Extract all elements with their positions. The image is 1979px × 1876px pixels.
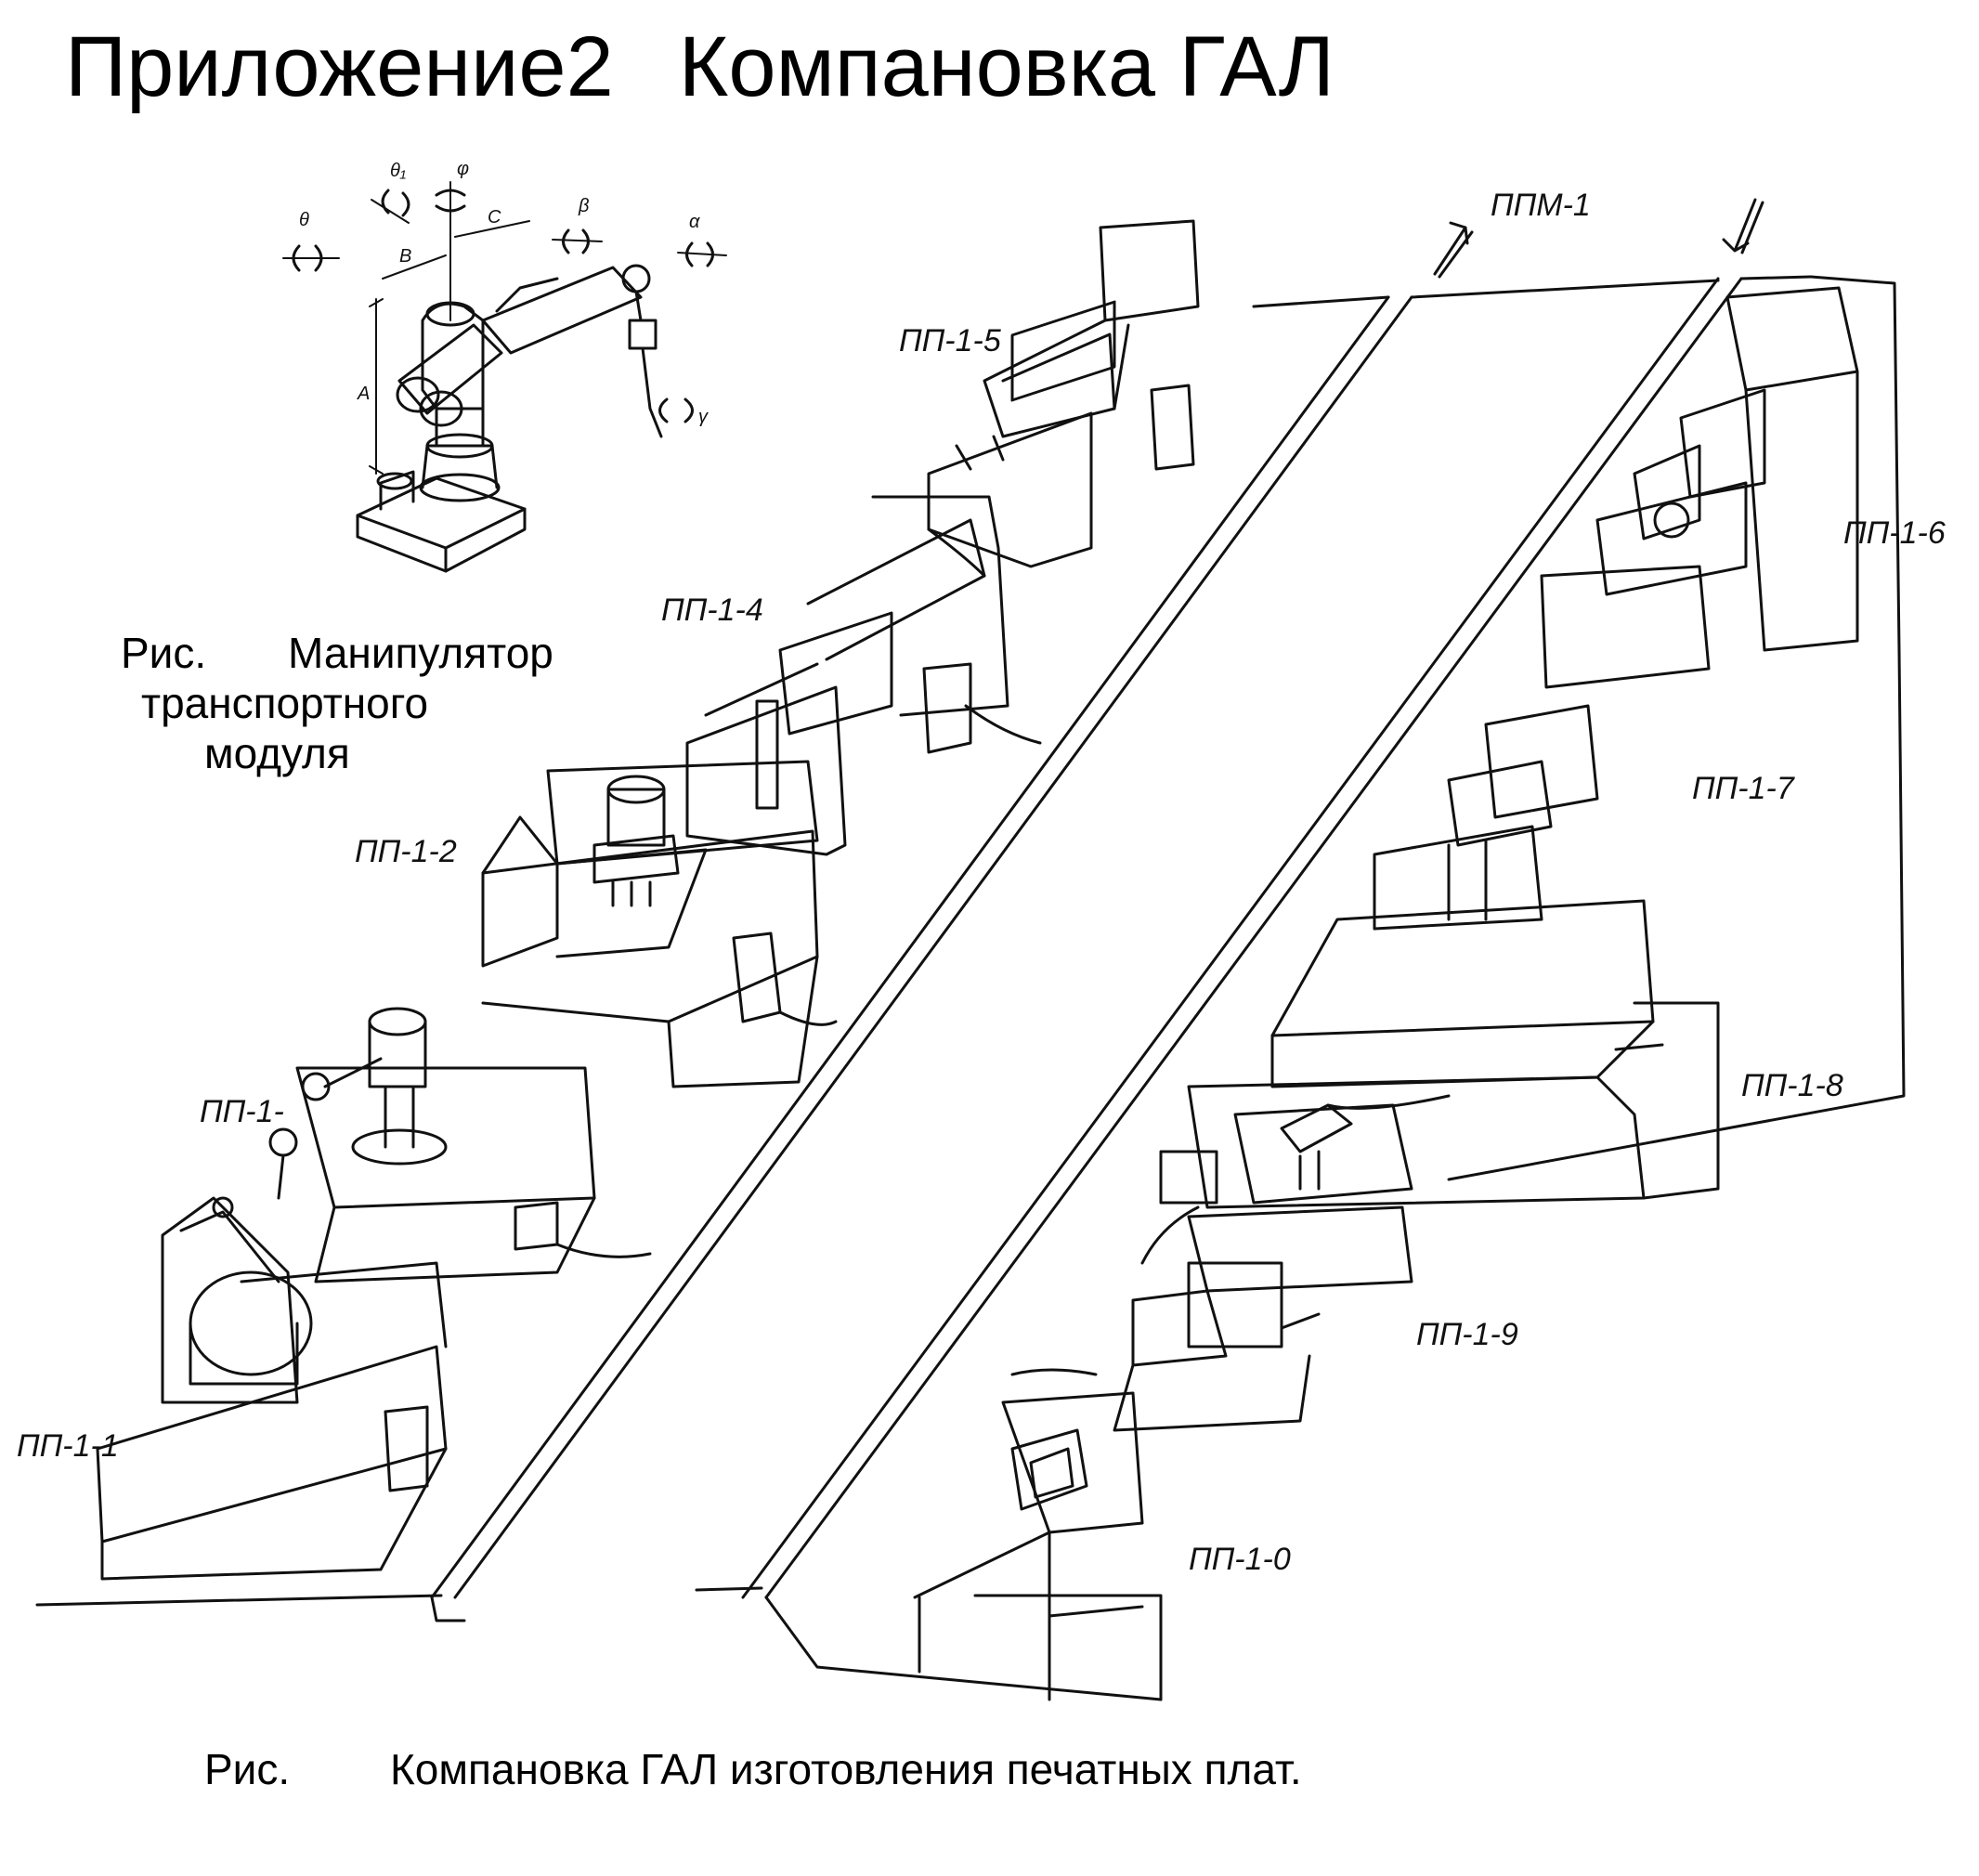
manipulator-figure [282,181,727,573]
axis-label-phi: φ [457,159,469,179]
manipulator-caption-line-2: транспортного [141,679,429,727]
station-label-ppm1: ППМ-1 [1491,188,1591,223]
axis-label-theta: θ [299,210,309,230]
station-label-pp15: ПП-1-5 [899,323,1001,358]
manipulator-caption: Рис. Манипулятор транспортного модуля [121,628,553,778]
figure-caption-prefix: Рис. [204,1745,291,1793]
right-station-row [913,286,1859,1701]
station-label-pp1: ПП-1- [200,1094,284,1129]
dimension-label-a: A [357,384,370,404]
axis-label-gamma: γ [698,407,709,427]
figure-caption: Рис. Компановка ГАЛ изготовления печатных… [204,1744,1302,1794]
page-title: Приложение2 Компановка ГАЛ [65,19,1335,116]
station-label-pp10: ПП-1-0 [1189,1542,1291,1577]
left-station-row [96,219,1200,1581]
station-label-pp19: ПП-1-9 [1416,1317,1518,1352]
page-title-appendix: Приложение2 [65,20,614,114]
dimension-label-c: C [488,207,501,228]
station-label-pp14: ПП-1-4 [661,593,763,628]
axis-label-beta: β [578,196,589,216]
dimension-label-b: B [399,246,411,267]
manipulator-caption-line-3: модуля [204,729,350,777]
station-label-pp12: ПП-1-2 [355,834,457,869]
axis-label-alpha: α [689,212,700,232]
axis-label-theta1: θ₁ [390,161,406,181]
page-title-layout: Компановка ГАЛ [678,20,1335,114]
transport-corridor [35,275,1906,1701]
figure-caption-text: Компановка ГАЛ изготовления печатных пла… [390,1745,1302,1793]
flow-arrows [1433,198,1764,279]
station-label-pp18: ПП-1-8 [1741,1068,1843,1103]
station-label-pp16: ПП-1-6 [1843,515,1946,551]
manipulator-caption-prefix: Рис. [121,629,207,677]
station-label-pp11: ПП-1-1 [17,1428,119,1464]
manipulator-caption-line-1: Манипулятор [288,629,553,677]
station-label-pp17: ПП-1-7 [1692,771,1795,806]
